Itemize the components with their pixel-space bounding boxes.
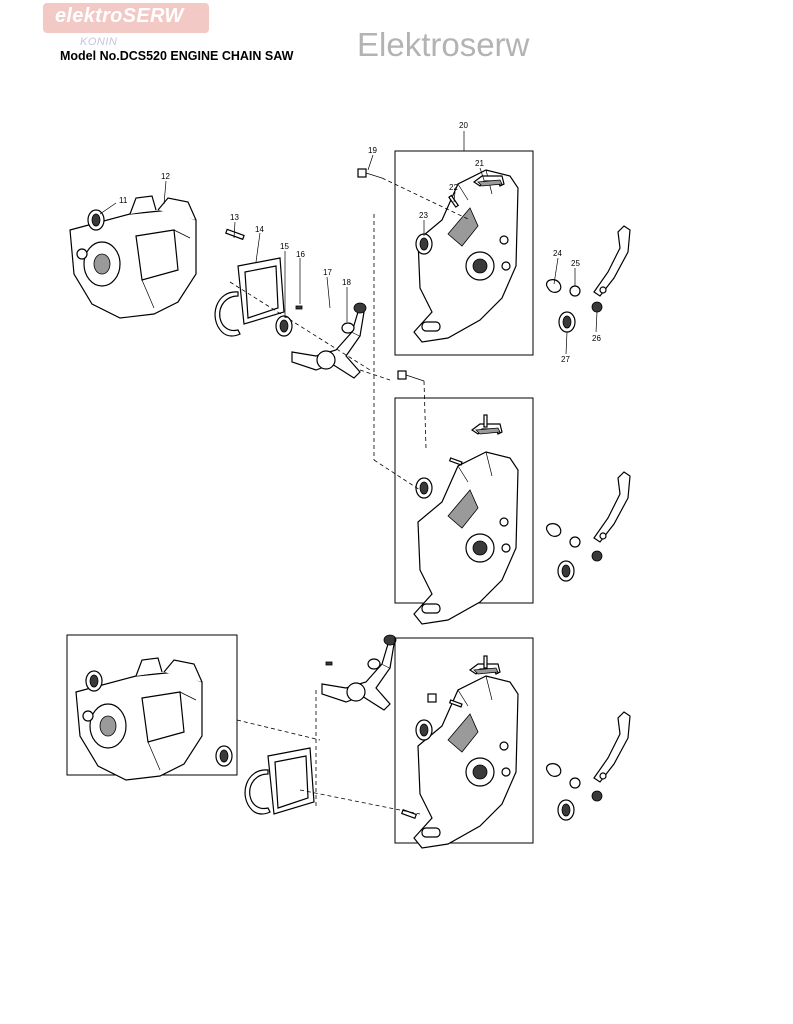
bottom-cover-assembly [413, 655, 631, 849]
top-cover-assembly [413, 169, 631, 343]
callout-13: 13 [230, 213, 239, 222]
callout-11: 11 [119, 196, 128, 205]
bolt-19 [357, 168, 471, 221]
callout-22: 22 [449, 183, 458, 192]
callout-14: 14 [255, 225, 264, 234]
brand-watermark: Elektroserw [357, 26, 530, 63]
callout-12: 12 [161, 172, 170, 181]
middle-cover-assembly [373, 214, 631, 625]
callout-26: 26 [592, 334, 601, 343]
callout-17: 17 [323, 268, 332, 277]
top-crankcase-assembly [69, 195, 391, 381]
model-title: Model No.DCS520 ENGINE CHAIN SAW [60, 49, 294, 63]
callout-27: 27 [561, 355, 570, 364]
callout-24: 24 [553, 249, 562, 258]
callout-19: 19 [368, 146, 377, 155]
callout-18: 18 [342, 278, 351, 287]
bottom-right-frame [394, 637, 534, 844]
callout-20: 20 [459, 121, 468, 130]
watermark-badge-text: elektroSERW [55, 5, 184, 27]
watermark-sub-text: KONIN [80, 36, 118, 48]
callout-16: 16 [296, 250, 305, 259]
callout-25: 25 [571, 259, 580, 268]
watermark-badge [43, 3, 209, 33]
callout-23: 23 [419, 211, 428, 220]
callout-15: 15 [280, 242, 289, 251]
callout-21: 21 [475, 159, 484, 168]
bottom-crankcase-assembly [75, 634, 421, 820]
part-callouts: 11 12 13 14 15 16 17 18 19 20 21 22 23 2… [99, 121, 601, 364]
